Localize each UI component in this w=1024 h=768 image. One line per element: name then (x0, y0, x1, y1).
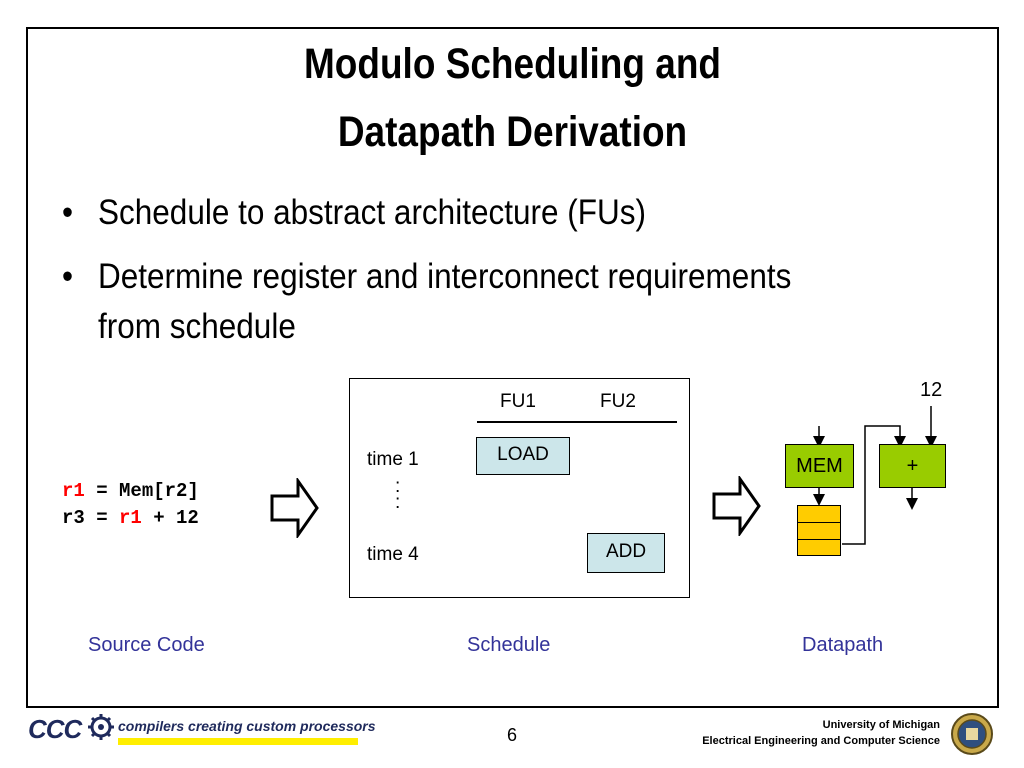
footer-tagline: compilers creating custom processors (118, 718, 376, 734)
adder-unit: + (879, 444, 946, 488)
header-divider (477, 421, 677, 423)
source-code: r1 = Mem[r2] r3 = r1 + 12 (62, 478, 199, 532)
code-line2-post: + 12 (141, 507, 199, 529)
code-reg-r1: r1 (62, 480, 85, 502)
register-file (797, 505, 841, 556)
footer-department: Electrical Engineering and Computer Scie… (702, 735, 940, 747)
bullet-text-line1: Determine register and interconnect requ… (98, 257, 792, 296)
footer-university: University of Michigan (822, 719, 940, 731)
op-load: LOAD (476, 437, 570, 475)
right-arrow-icon (270, 478, 319, 538)
constant-12: 12 (920, 379, 943, 401)
bullet-marker: • (62, 193, 74, 232)
caption-datapath: Datapath (802, 634, 884, 656)
slide-title-line2: Datapath Derivation (337, 108, 688, 156)
code-line2-pre: r3 = (62, 507, 120, 529)
ellipsis-2: : (395, 492, 401, 513)
tagline-underline (118, 738, 358, 745)
slide-title-line1: Modulo Scheduling and (303, 40, 722, 88)
code-line1-rest: = Mem[r2] (84, 480, 199, 502)
gear-logo-icon (88, 714, 114, 740)
header-fu1: FU1 (500, 391, 536, 412)
right-arrow-icon (712, 476, 761, 536)
page-number: 6 (506, 725, 517, 745)
bullet-text: Schedule to abstract architecture (FUs) (98, 193, 646, 232)
bullet-marker: • (62, 257, 74, 296)
datapath-wires (813, 406, 937, 545)
bullet-text-line2: from schedule (98, 307, 296, 346)
caption-source-code: Source Code (88, 634, 205, 656)
mem-unit: MEM (785, 444, 854, 488)
code-reg-r1-use: r1 (119, 507, 142, 529)
schedule-table: FU1 FU2 time 1 LOAD : : time 4 ADD (349, 378, 690, 598)
time-label-1: time 1 (367, 449, 419, 470)
time-label-4: time 4 (367, 544, 419, 565)
op-add: ADD (587, 533, 665, 573)
header-fu2: FU2 (600, 391, 636, 412)
caption-schedule: Schedule (467, 634, 551, 656)
university-seal-icon (951, 713, 993, 755)
ellipsis-1: : (395, 476, 401, 497)
ccc-logo-text: CCC (28, 714, 82, 744)
slide-frame (26, 27, 999, 708)
